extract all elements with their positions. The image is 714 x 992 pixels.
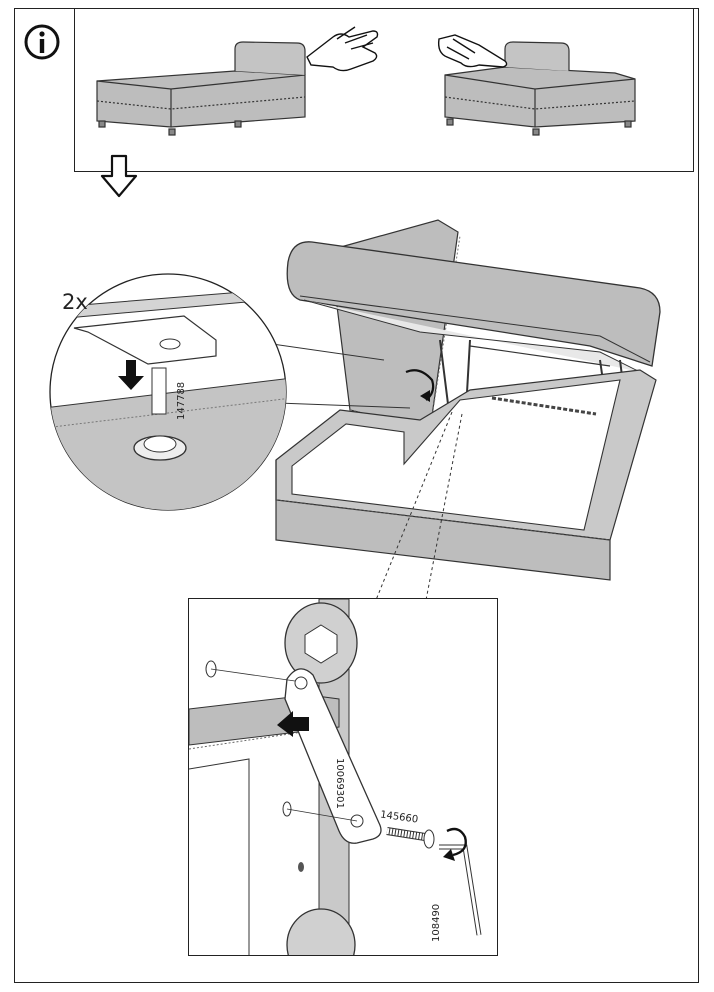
down-arrow-icon (100, 154, 138, 198)
quantity-label: 2x (62, 290, 88, 314)
sofa-left (96, 41, 306, 136)
sofa-right (444, 41, 636, 136)
part-number-allen-key: 108490 (431, 903, 442, 942)
pin-detail-circle (49, 273, 287, 511)
bracket-detail-illustration (189, 599, 482, 955)
part-number-bracket: 10069301 (334, 758, 345, 809)
top-panel (74, 8, 694, 172)
bracket-detail-box (188, 598, 498, 956)
info-icon (24, 24, 60, 60)
part-number-pin: 147788 (176, 381, 187, 420)
hand-press-icon-right (437, 34, 508, 68)
hand-press-icon (306, 26, 379, 72)
rotate-arrow-icon (405, 369, 435, 401)
sofa-orientation-illustration (96, 26, 636, 136)
push-arrow-icon (277, 711, 309, 737)
